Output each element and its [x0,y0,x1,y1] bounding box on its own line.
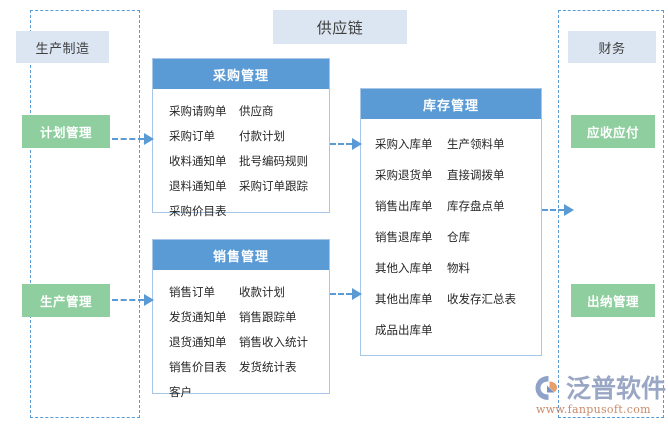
module-production-management-label: 生产管理 [39,294,92,309]
panel-item[interactable]: 销售出库单 [375,198,433,213]
panel-row: 销售出库单 库存盘点单 [361,190,541,221]
module-cashier-management[interactable]: 出纳管理 [571,284,655,317]
arrow-head-icon [144,133,154,145]
panel-row: 发货通知单 销售跟踪单 [153,304,329,329]
watermark-row: 泛普软件 [534,374,666,402]
arrow-shaft [112,138,144,140]
panel-row: 销售价目表 发货统计表 [153,354,329,379]
panel-item[interactable]: 直接调拨单 [447,167,505,182]
panel-item[interactable]: 仓库 [447,229,470,244]
watermark-logo: 泛普软件 www.fanpusoft.com [534,374,666,416]
panel-row: 采购入库单 生产领料单 [361,128,541,159]
panel-item[interactable]: 采购入库单 [375,136,433,151]
panel-item[interactable]: 付款计划 [239,128,285,143]
panel-row: 成品出库单 [361,314,541,345]
arrow-sales-to-inventory [330,288,362,300]
panel-item[interactable]: 其他入库单 [375,260,433,275]
panel-item[interactable]: 物料 [447,260,470,275]
arrow-shaft [112,299,144,301]
panel-item[interactable]: 客户 [169,384,192,399]
arrow-head-icon [144,294,154,306]
panel-item[interactable]: 采购订单 [169,128,215,143]
panel-row: 采购价目表 [153,198,329,223]
module-plan-management-label: 计划管理 [39,125,92,140]
panel-item[interactable]: 成品出库单 [375,322,433,337]
watermark-url: www.fanpusoft.com [536,403,651,416]
panel-sales-title: 销售管理 [153,240,329,270]
module-plan-management[interactable]: 计划管理 [22,115,110,148]
arrow-shaft [542,209,564,211]
panel-row: 客户 [153,379,329,404]
arrow-head-icon [352,288,362,300]
panel-sales-body: 销售订单 收款计划 发货通知单 销售跟踪单 退货通知单 销售收入统计 销售价目表… [153,270,329,410]
module-cashier-management-label: 出纳管理 [586,294,639,309]
panel-inventory-title: 库存管理 [361,89,541,119]
group-frame-finance [558,10,664,418]
panel-row: 采购请购单 供应商 [153,98,329,123]
panel-item[interactable]: 生产领料单 [447,136,505,151]
panel-item[interactable]: 其他出库单 [375,291,433,306]
arrow-inventory-to-finance [542,204,574,216]
module-receivable-payable[interactable]: 应收应付 [571,115,655,148]
panel-row: 其他入库单 物料 [361,252,541,283]
panel-row: 退货通知单 销售收入统计 [153,329,329,354]
panel-row: 收料通知单 批号编码规则 [153,148,329,173]
panel-inventory-body: 采购入库单 生产领料单 采购退货单 直接调拨单 销售出库单 库存盘点单 销售退库… [361,119,541,351]
section-label-manufacturing: 生产制造 [16,31,109,63]
arrow-production-to-sales [112,294,154,306]
group-frame-manufacturing [30,10,140,418]
panel-row: 其他出库单 收发存汇总表 [361,283,541,314]
panel-row: 采购订单 付款计划 [153,123,329,148]
panel-item[interactable]: 销售价目表 [169,359,227,374]
panel-item[interactable]: 销售退库单 [375,229,433,244]
panel-inventory-management[interactable]: 库存管理 采购入库单 生产领料单 采购退货单 直接调拨单 销售出库单 库存盘点单… [360,88,542,356]
section-label-finance: 财务 [568,31,656,63]
panel-purchase-management[interactable]: 采购管理 采购请购单 供应商 采购订单 付款计划 收料通知单 批号编码规则 退料… [152,58,330,218]
panel-sales-management[interactable]: 销售管理 销售订单 收款计划 发货通知单 销售跟踪单 退货通知单 销售收入统计 … [152,239,330,399]
watermark-brand: 泛普软件 [566,373,667,403]
panel-item[interactable]: 退料通知单 [169,178,227,193]
panel-item[interactable]: 销售收入统计 [239,334,308,349]
arrow-plan-to-purchase [112,133,154,145]
diagram-title-text: 供应链 [316,18,364,37]
panel-item[interactable]: 退货通知单 [169,334,227,349]
panel-purchase-body: 采购请购单 供应商 采购订单 付款计划 收料通知单 批号编码规则 退料通知单 采… [153,89,329,229]
panel-item[interactable]: 批号编码规则 [239,153,308,168]
diagram-title: 供应链 [273,10,407,44]
section-label-manufacturing-text: 生产制造 [35,41,90,57]
panel-item[interactable]: 发货统计表 [239,359,297,374]
panel-item[interactable]: 采购订单跟踪 [239,178,308,193]
panel-purchase-title: 采购管理 [153,59,329,89]
panel-item[interactable]: 发货通知单 [169,309,227,324]
panel-row: 退料通知单 采购订单跟踪 [153,173,329,198]
panel-item[interactable]: 采购请购单 [169,103,227,118]
fanpu-logo-icon [535,376,557,400]
panel-item[interactable]: 库存盘点单 [447,198,505,213]
arrow-shaft [330,143,352,145]
panel-row: 销售订单 收款计划 [153,279,329,304]
panel-item[interactable]: 收料通知单 [169,153,227,168]
panel-item[interactable]: 销售订单 [169,284,215,299]
module-production-management[interactable]: 生产管理 [22,284,110,317]
arrow-head-icon [564,204,574,216]
arrow-head-icon [352,138,362,150]
section-label-finance-text: 财务 [598,41,626,57]
panel-item[interactable]: 供应商 [239,103,274,118]
panel-item[interactable]: 销售跟踪单 [239,309,297,324]
module-receivable-payable-label: 应收应付 [586,125,639,140]
panel-row: 销售退库单 仓库 [361,221,541,252]
arrow-shaft [330,293,352,295]
arrow-purchase-to-inventory [330,138,362,150]
panel-item[interactable]: 收发存汇总表 [447,291,516,306]
panel-item[interactable]: 采购价目表 [169,203,227,218]
panel-item[interactable]: 采购退货单 [375,167,433,182]
panel-item[interactable]: 收款计划 [239,284,285,299]
panel-row: 采购退货单 直接调拨单 [361,159,541,190]
